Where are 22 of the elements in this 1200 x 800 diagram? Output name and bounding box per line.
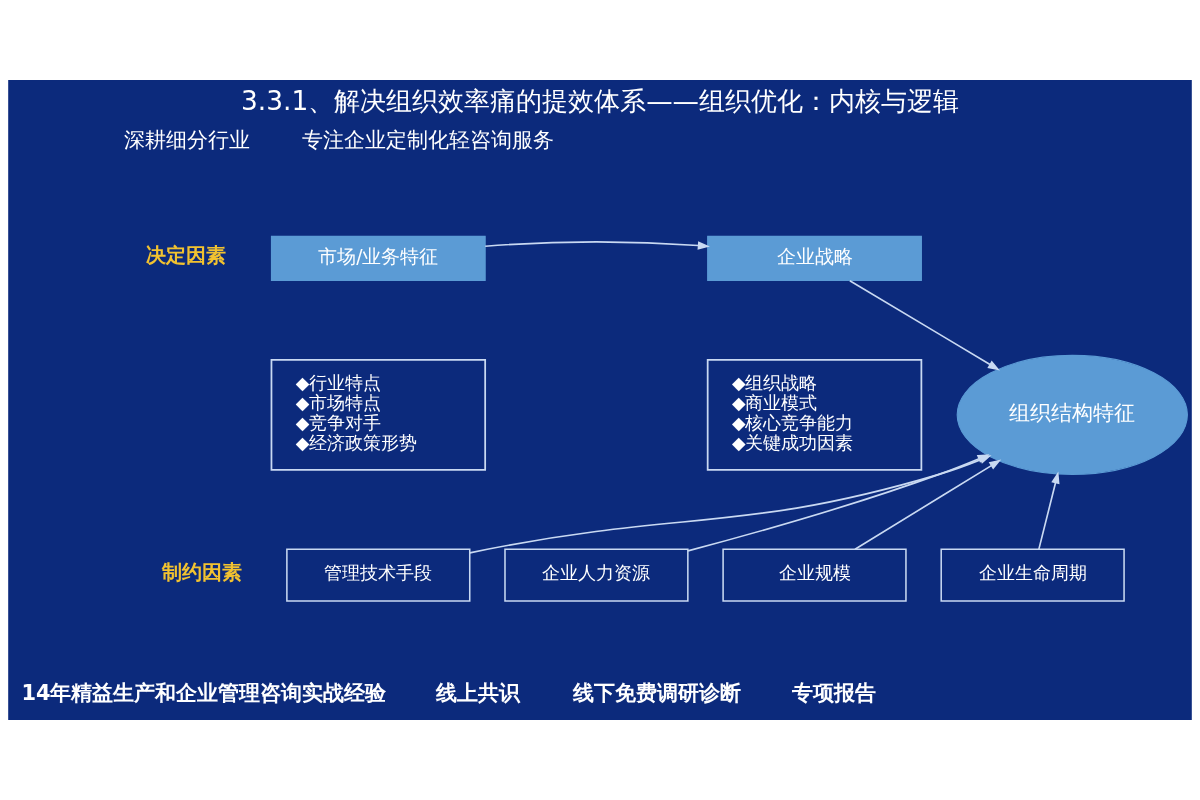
label: 14年精益生产和企业管理咨询实战经验 [21,680,387,705]
node-ellipse: 组织结构特征 [956,354,1188,475]
label: 制约因素 [161,560,242,584]
node-box: 管理技术手段 [286,548,471,602]
label: 线下免费调研诊断 [572,680,741,705]
node-box: ◆行业特点 ◆市场特点 ◆竞争对手 ◆经济政策形势 [270,358,487,471]
node-box: ◆组织战略 ◆商业模式 ◆核心竞争能力 ◆关键成功因素 [706,358,923,471]
node-box: 企业战略 [707,235,922,282]
node-box: 企业规模 [722,548,907,602]
label: 专项报告 [792,680,877,705]
label: 深耕细分行业 [124,127,251,152]
label: 决定因素 [146,244,227,268]
arrow [1038,471,1060,550]
node-box: 市场/业务特征 [270,235,486,282]
diagram-title: 3.3.1、解决组织效率痛的提效体系——组织优化：内核与逻辑 [240,84,960,116]
node-box: 企业生命周期 [940,548,1125,602]
arrow [849,279,1000,371]
label: 线上共识 [435,680,520,705]
label: 专注企业定制化轻咨询服务 [302,127,555,152]
arrow [854,459,1002,551]
node-box: 企业人力资源 [504,548,689,602]
arrow [484,241,710,250]
